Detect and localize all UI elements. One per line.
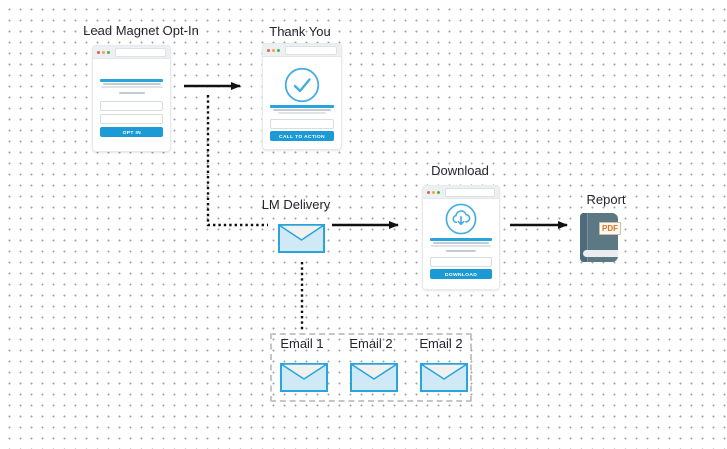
window-dot-red-icon (427, 190, 430, 194)
browser-page-icon: DOWNLOAD (422, 185, 500, 290)
form-field-placeholder (270, 119, 334, 129)
node-label: LM Delivery (261, 197, 331, 212)
browser-window-controls-icon (423, 186, 499, 199)
pdf-badge: PDF (599, 222, 621, 235)
text-placeholder (431, 245, 491, 247)
node-download[interactable]: Download DOWNLOAD (410, 163, 510, 290)
envelope-icon[interactable] (280, 363, 328, 392)
cloud-download-icon (445, 203, 477, 235)
node-lead-magnet-opt-in[interactable]: Lead Magnet Opt-In OPT IN (51, 23, 231, 153)
heading-placeholder (430, 238, 492, 241)
node-label: Thank You (269, 24, 331, 39)
node-label: Report (586, 192, 626, 207)
browser-page-icon: OPT IN (92, 45, 171, 152)
browser-window-controls-icon (93, 46, 170, 59)
text-placeholder (278, 112, 326, 114)
browser-page-icon: CALL TO ACTION (262, 43, 342, 150)
node-lm-delivery[interactable]: LM Delivery (246, 197, 346, 255)
envelope-icon (278, 224, 325, 253)
text-placeholder (273, 109, 331, 111)
envelope-icon[interactable] (350, 363, 398, 392)
window-dot-green-icon (437, 190, 440, 194)
envelope-icon[interactable] (420, 363, 468, 392)
url-bar-icon (445, 187, 495, 197)
text-placeholder (118, 92, 145, 94)
text-placeholder (446, 250, 476, 252)
book-icon: PDF (580, 213, 621, 262)
browser-window-controls-icon (263, 44, 341, 57)
check-circle-icon (284, 67, 320, 103)
node-label: Email 2 (419, 336, 463, 351)
window-dot-yellow-icon (102, 50, 105, 54)
opt-in-button: OPT IN (100, 127, 163, 137)
connector-branch-to-lm-delivery[interactable] (206, 95, 268, 227)
form-field-placeholder (430, 257, 492, 267)
window-dot-red-icon (97, 50, 100, 54)
node-label: Email 1 (280, 336, 324, 351)
node-thank-you[interactable]: Thank You CALL TO ACTION (250, 24, 350, 150)
node-label: Download (431, 163, 489, 178)
node-report[interactable]: Report PDF (556, 192, 656, 264)
url-bar-icon (115, 47, 166, 57)
node-label: Lead Magnet Opt-In (83, 23, 199, 38)
node-label: Email 2 (349, 336, 393, 351)
form-field-placeholder (100, 101, 163, 111)
call-to-action-button: CALL TO ACTION (270, 131, 334, 141)
text-placeholder (102, 83, 161, 85)
url-bar-icon (285, 45, 337, 55)
text-placeholder (433, 242, 489, 244)
window-dot-green-icon (107, 50, 110, 54)
book-pages-icon (583, 250, 618, 257)
window-dot-green-icon (277, 48, 280, 52)
book-spine-icon (580, 213, 588, 262)
email-sequence-group[interactable]: Email 1 Email 2 Email 2 (270, 333, 472, 402)
window-dot-yellow-icon (272, 48, 275, 52)
heading-placeholder (100, 79, 163, 82)
window-dot-yellow-icon (432, 190, 435, 194)
heading-placeholder (270, 105, 334, 108)
text-placeholder (100, 86, 163, 88)
download-button: DOWNLOAD (430, 269, 492, 279)
window-dot-red-icon (267, 48, 270, 52)
form-field-placeholder (100, 114, 163, 124)
